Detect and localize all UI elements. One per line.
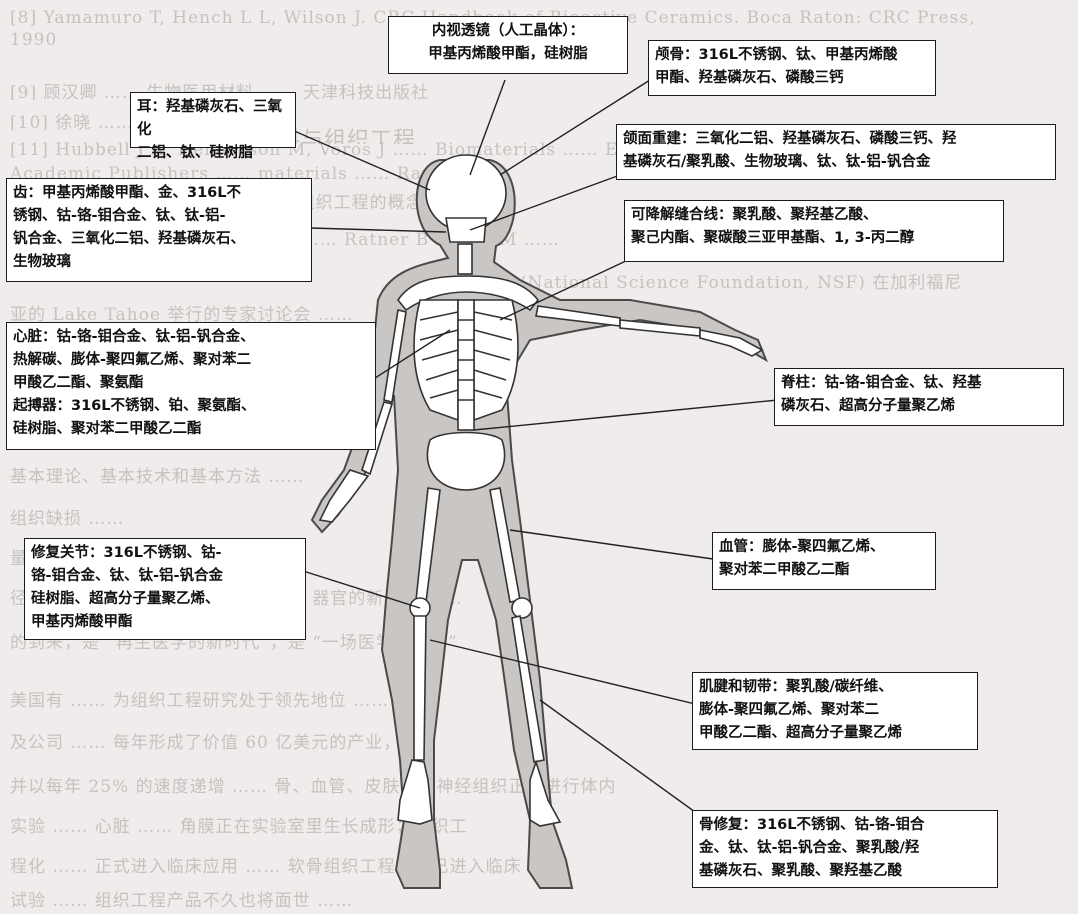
callout-heart: 心脏：钴-铬-钼合金、钛-铝-钒合金、 热解碳、膨体-聚四氟乙烯、聚对苯二 甲酸… <box>6 322 376 450</box>
callout-leader-lines <box>291 79 779 831</box>
callout-suture: 可降解缝合线：聚乳酸、聚羟基乙酸、 聚己内酯、聚碳酸三亚甲基酯、1, 3-丙二醇 <box>624 200 1004 262</box>
callout-tendon-line: 膨体-聚四氟乙烯、聚对苯二 <box>699 702 880 718</box>
background-text-line: 实验 …… 心脏 …… 角膜正在实验室里生长成形；组织工 <box>10 817 468 834</box>
callout-lens: 内视透镜（人工晶体）： 甲基丙烯酸甲酯，硅树脂 <box>388 16 628 74</box>
background-text-line: 及公司 …… 每年形成了价值 60 亿美元的产业， <box>10 733 402 750</box>
callout-joint: 修复关节：316L不锈钢、钴- 铬-钼合金、钛、钛-铝-钒合金 硅树脂、超高分子… <box>24 538 306 640</box>
background-text-line: 美国有 …… 为组织工程研究处于领先地位 …… <box>10 691 390 708</box>
callout-bone-repair-line: 金、钛、钛-铝-钒合金、聚乳酸/羟 <box>699 840 920 856</box>
callout-heart-line: 硅树脂、聚对苯二甲酸乙二酯 <box>13 421 202 437</box>
callout-spine-line: 脊柱：钴-铬-钼合金、钛、羟基 <box>781 375 982 391</box>
callout-bone-repair: 骨修复：316L不锈钢、钴-铬-钼合 金、钛、钛-铝-钒合金、聚乳酸/羟 基磷灰… <box>692 810 998 888</box>
callout-bone-repair-line: 骨修复：316L不锈钢、钴-铬-钼合 <box>699 817 925 833</box>
background-text-line: 基本理论、基本技术和基本方法 …… <box>10 467 305 484</box>
background-text-line: 并以每年 25% 的速度递增 …… 骨、血管、皮肤以及神经组织正在进行体内 <box>10 777 617 794</box>
callout-heart-line: 心脏：钴-铬-钼合金、钛-铝-钒合金、 <box>13 329 255 345</box>
callout-ear: 耳：羟基磷灰石、三氧化 二铝、钛、硅树脂 <box>130 92 296 161</box>
callout-tendon: 肌腱和韧带：聚乳酸/碳纤维、 膨体-聚四氟乙烯、聚对苯二 甲酸乙二酯、超高分子量… <box>692 672 978 750</box>
callout-suture-line: 可降解缝合线：聚乳酸、聚羟基乙酸、 <box>631 207 878 223</box>
callout-spine-line: 磷灰石、超高分子量聚乙烯 <box>781 398 955 414</box>
callout-vessel-line: 聚对苯二甲酸乙二酯 <box>719 562 850 578</box>
callout-heart-line: 甲酸乙二酯、聚氨酯 <box>13 375 144 391</box>
skeleton-bones <box>318 154 764 827</box>
callout-maxillofacial: 颌面重建：三氧化二铝、羟基磷灰石、磷酸三钙、羟 基磷灰石/聚乳酸、生物玻璃、钛、… <box>616 124 1056 180</box>
callout-skull-line: 甲酯、羟基磷灰石、磷酸三钙 <box>655 70 844 86</box>
callout-teeth-line: 锈钢、钴-铬-钼合金、钛、钛-铝- <box>13 208 226 224</box>
callout-teeth-line: 生物玻璃 <box>13 254 71 270</box>
callout-bone-repair-line: 基磷灰石、聚乳酸、聚羟基乙酸 <box>699 863 902 879</box>
callout-vessel-line: 血管：膨体-聚四氟乙烯、 <box>719 539 885 555</box>
background-text-line: 1990 <box>10 30 58 50</box>
background-text-line: [9] 顾汉卿 …… 生物医用材料 …… 天津科技出版社 <box>10 83 430 100</box>
callout-maxillofacial-line: 颌面重建：三氧化二铝、羟基磷灰石、磷酸三钙、羟 <box>623 131 957 147</box>
callout-joint-line: 硅树脂、超高分子量聚乙烯、 <box>31 591 220 607</box>
callout-heart-line: 起搏器：316L不锈钢、铂、聚氨酯、 <box>13 398 256 414</box>
callout-skull-line: 颅骨：316L不锈钢、钛、甲基丙烯酸 <box>655 47 898 63</box>
callout-spine: 脊柱：钴-铬-钼合金、钛、羟基 磷灰石、超高分子量聚乙烯 <box>774 368 1064 426</box>
callout-tendon-line: 甲酸乙二酯、超高分子量聚乙烯 <box>699 725 902 741</box>
callout-joint-line: 甲基丙烯酸甲酯 <box>31 614 133 630</box>
background-text-line: 组织缺损 …… <box>10 509 125 526</box>
callout-lens-line: 甲基丙烯酸甲酯，硅树脂 <box>428 46 588 62</box>
callout-suture-line: 聚己内酯、聚碳酸三亚甲基酯、1, 3-丙二醇 <box>631 230 915 246</box>
callout-maxillofacial-line: 基磷灰石/聚乳酸、生物玻璃、钛、钛-铝-钒合金 <box>623 154 931 170</box>
callout-teeth: 齿：甲基丙烯酸甲酯、金、316L不 锈钢、钴-铬-钼合金、钛、钛-铝- 钒合金、… <box>6 178 312 282</box>
callout-joint-line: 铬-钼合金、钛、钛-铝-钒合金 <box>31 568 224 584</box>
background-text-line: (National Science Foundation, NSF) 在加利福尼 <box>520 273 963 290</box>
callout-teeth-line: 钒合金、三氧化二铝、羟基磷灰石、 <box>13 231 245 247</box>
callout-lens-line: 内视透镜（人工晶体）： <box>431 23 585 39</box>
callout-teeth-line: 齿：甲基丙烯酸甲酯、金、316L不 <box>13 185 242 201</box>
background-text-line: 试验 …… 组织工程产品不久也将面世 …… <box>10 891 354 908</box>
callout-tendon-line: 肌腱和韧带：聚乳酸/碳纤维、 <box>699 679 893 695</box>
callout-ear-line: 耳：羟基磷灰石、三氧化 <box>137 99 282 138</box>
callout-ear-line: 二铝、钛、硅树脂 <box>137 145 253 161</box>
background-text-line: 程化 …… 正式进入临床应用 …… 软骨组织工程产品已进入临床 <box>10 857 522 874</box>
callout-vessel: 血管：膨体-聚四氟乙烯、 聚对苯二甲酸乙二酯 <box>712 532 936 590</box>
callout-heart-line: 热解碳、膨体-聚四氟乙烯、聚对苯二 <box>13 352 252 368</box>
callout-skull: 颅骨：316L不锈钢、钛、甲基丙烯酸 甲酯、羟基磷灰石、磷酸三钙 <box>648 40 936 96</box>
background-text-line: 亚的 Lake Tahoe 举行的专家讨论会 …… <box>10 305 354 322</box>
callout-joint-line: 修复关节：316L不锈钢、钴- <box>31 545 222 561</box>
